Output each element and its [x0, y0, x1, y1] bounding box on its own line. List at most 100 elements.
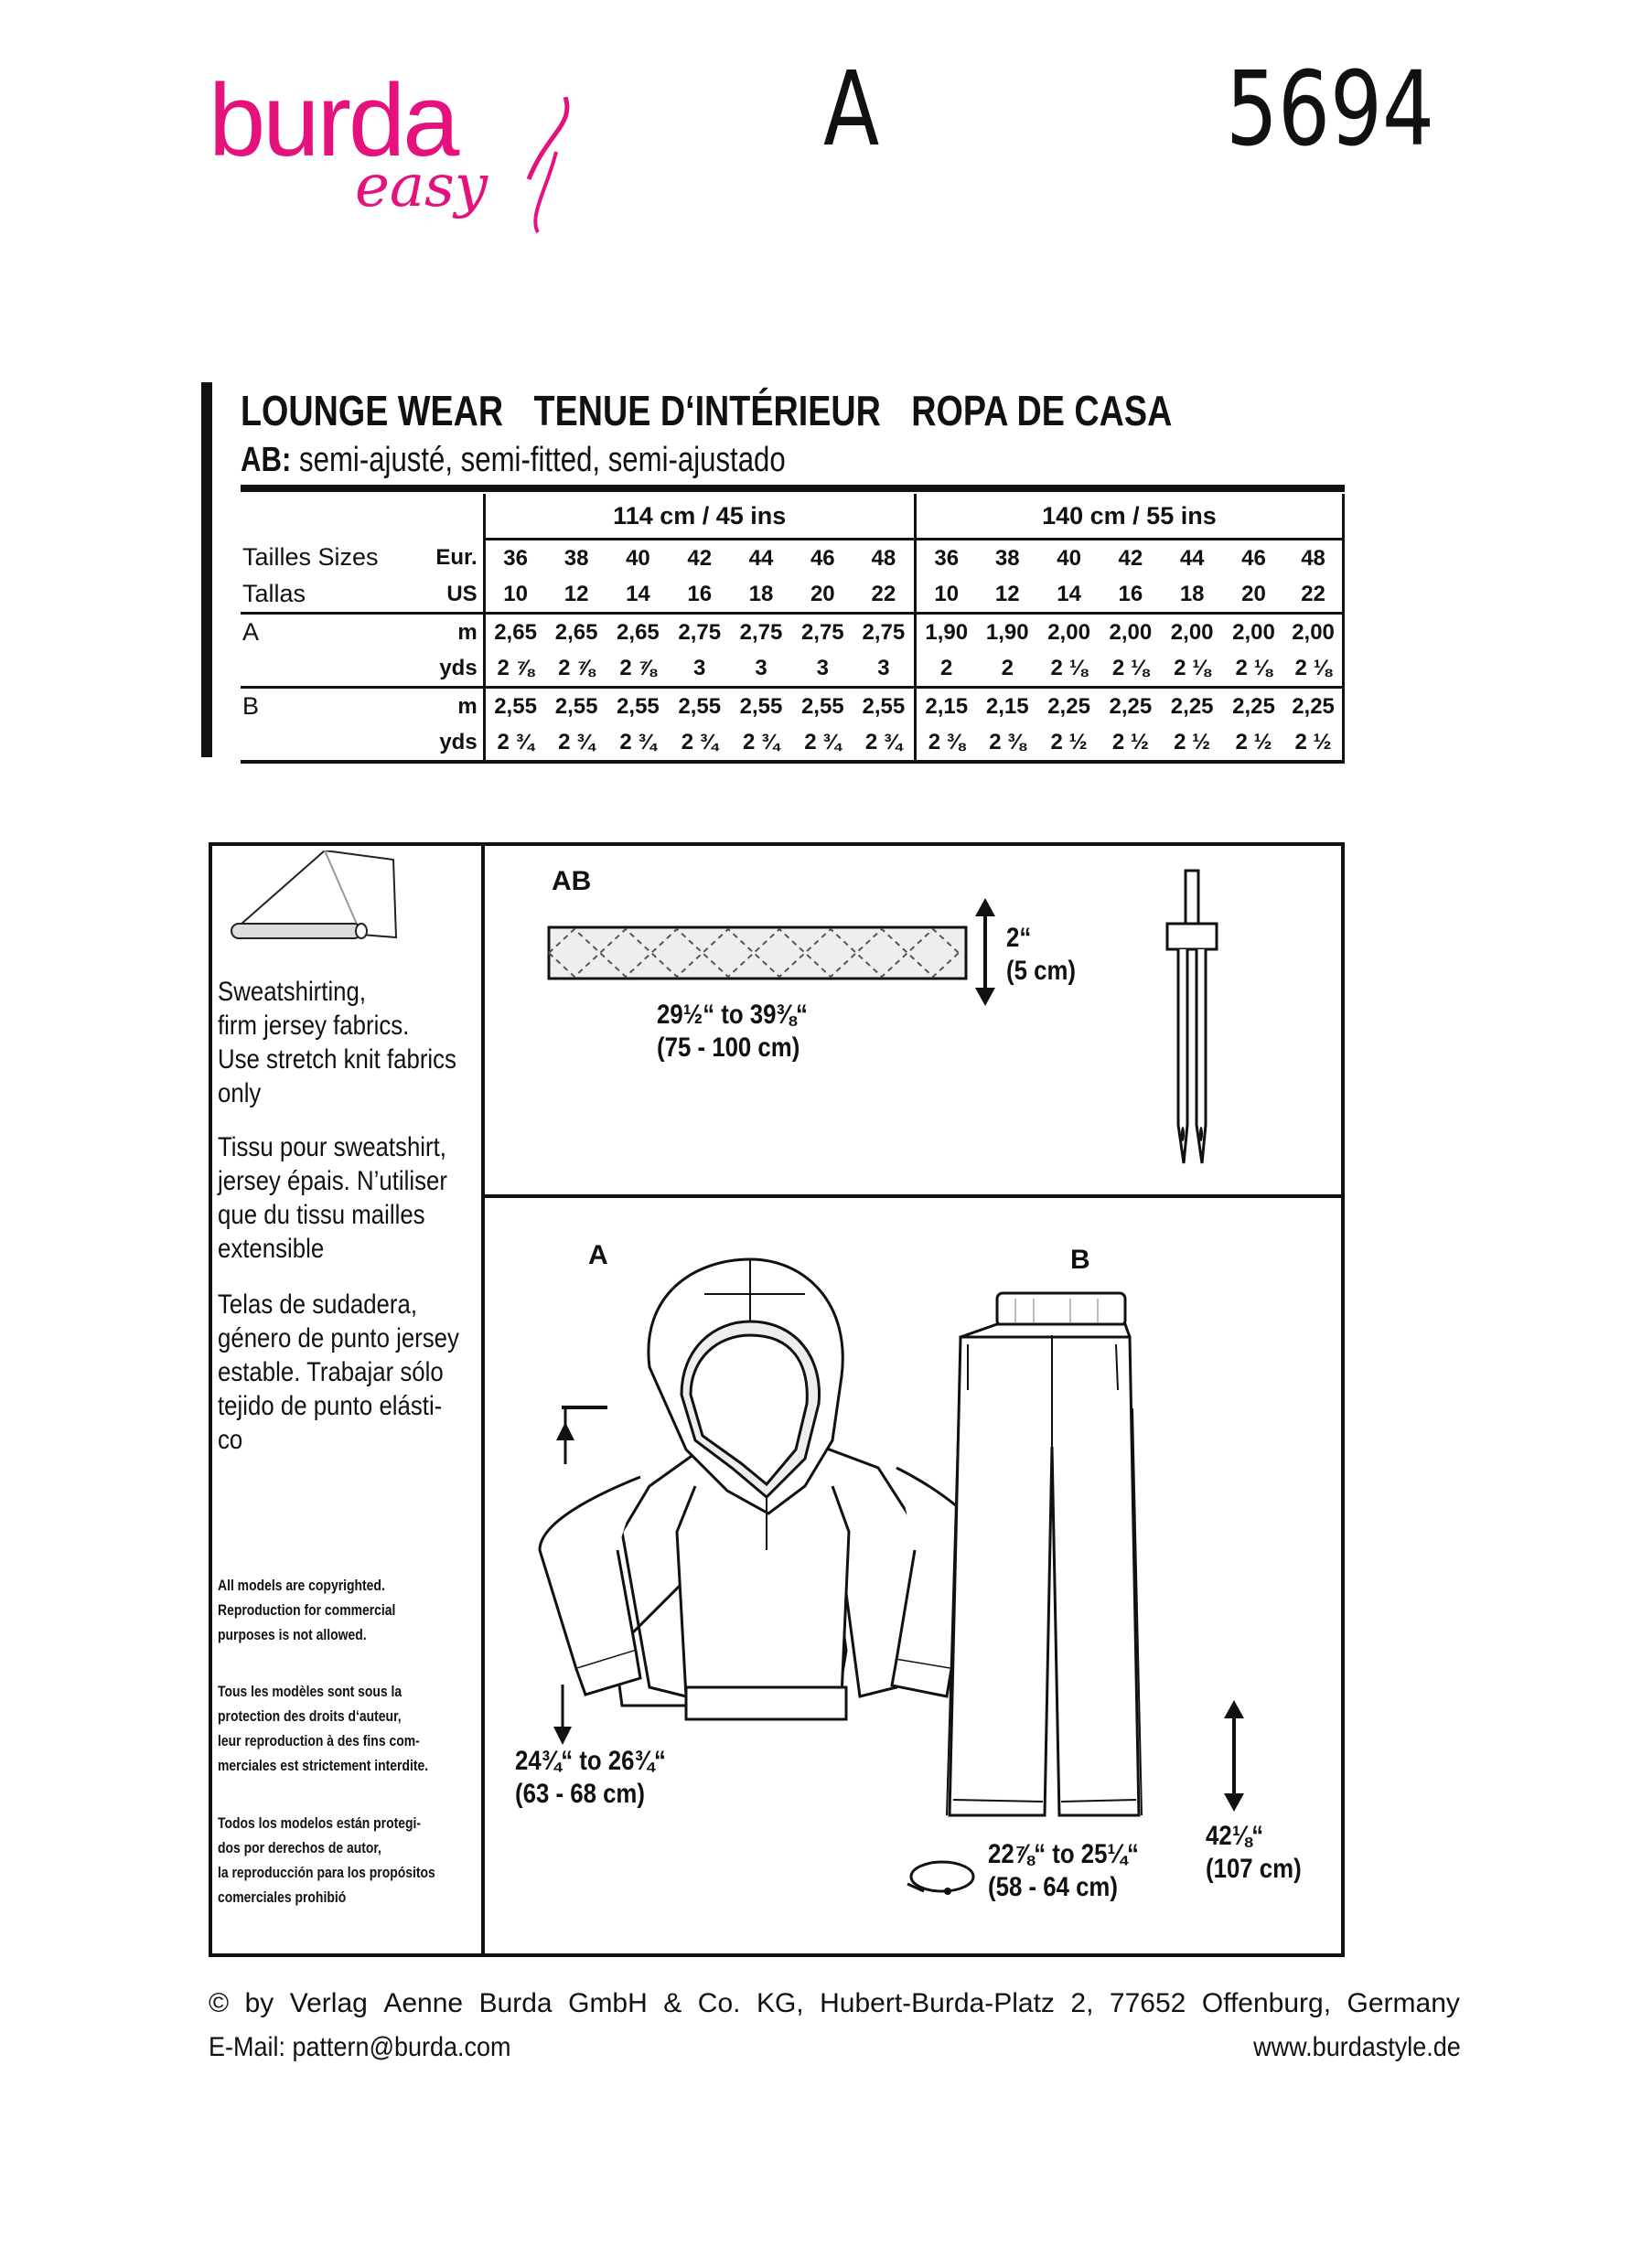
size-cell: 12 [545, 576, 607, 615]
footer-word: KG, [756, 1988, 804, 2018]
waist: 22⅞“ to 25¼“ [988, 1839, 1139, 1869]
size-cell: 36 [934, 545, 960, 571]
fabric-notes-en: Sweatshirting, firm jersey fabrics. Use … [218, 975, 456, 1110]
fabric-notes-es: Telas de sudadera, género de punto jerse… [218, 1288, 459, 1457]
yardage-cell: 3 [730, 650, 792, 689]
tape-width: 2“ [1006, 923, 1032, 953]
yardage-cell: 2,75 [739, 619, 783, 645]
inseam-arrow-icon [1224, 1700, 1244, 1812]
width-header-140: 140 cm / 55 ins [915, 494, 1346, 540]
footer-word: Hubert-Burda-Platz [820, 1988, 1055, 2018]
size-cell: 46 [810, 545, 835, 571]
copyright-en: All models are copyrighted. Reproduction… [218, 1573, 395, 1647]
footer-word: Offenburg, [1201, 1988, 1332, 2018]
copy-line: leur reproduction à des fins com- [218, 1732, 420, 1749]
size-cell: 14 [606, 576, 670, 615]
eur-size-row: Tailles Sizes Eur. 36 38 40 42 44 46 48 … [241, 539, 1346, 576]
yardage-cell: 3 [669, 650, 731, 689]
size-cell: 16 [1100, 576, 1162, 615]
size-cell: 36 [503, 545, 528, 571]
size-cell: 14 [1037, 576, 1100, 615]
hoodie-drawing [538, 1257, 990, 1721]
tape-length-cm: (75 - 100 cm) [657, 1032, 800, 1063]
width-header-114: 114 cm / 45 ins [484, 494, 917, 540]
unit-m: m [428, 613, 486, 650]
size-cell: 20 [1222, 576, 1285, 615]
inseam-label: 42⅛“ (107 cm) [1206, 1820, 1302, 1886]
copyright-es: Todos los modelos están protegi- dos por… [218, 1811, 435, 1910]
view-label-b: B [242, 692, 260, 720]
unit-yds: yds [428, 724, 486, 764]
waist-cm: (58 - 64 cm) [988, 1872, 1118, 1902]
waist-label: 22⅞“ to 25¼“ (58 - 64 cm) [988, 1838, 1139, 1904]
footer-email[interactable]: E-Mail: pattern@burda.com [209, 2032, 511, 2062]
view-a-m-row: A m 2,65 2,65 2,65 2,75 2,75 2,75 2,75 1… [241, 613, 1346, 650]
note-line: co [218, 1425, 243, 1455]
size-cell: 18 [1161, 576, 1223, 615]
view-letter: A [823, 50, 880, 169]
yardage-cell: 2 ⅛ [1161, 650, 1223, 689]
ribbing-strip-drawing [547, 925, 968, 980]
copy-line: Todos los modelos están protegi- [218, 1814, 422, 1832]
view-b-yds-row: yds 2 ¾ 2 ¾ 2 ¾ 2 ¾ 2 ¾ 2 ¾ 2 ¾ 2 ⅜ 2 ⅜ … [241, 724, 1346, 764]
double-arrow-icon [975, 898, 995, 1006]
yardage-cell: 2,25 [1284, 687, 1346, 724]
footer-word: Aenne [383, 1988, 464, 2018]
copy-line: merciales est strictement interdite. [218, 1757, 429, 1774]
yardage-cell: 2,55 [494, 693, 537, 719]
yardage-cell: 2 ⅞ [484, 650, 546, 689]
notion-label-ab: AB [552, 866, 592, 896]
unit-m: m [428, 687, 486, 724]
yardage-cell: 2 ½ [1100, 724, 1162, 764]
fabric-roll-icon [231, 850, 398, 939]
tape-width-cm: (5 cm) [1006, 956, 1076, 986]
yardage-cell: 2 ¾ [484, 724, 546, 764]
yardage-cell: 1,90 [925, 619, 969, 645]
size-cell: 10 [484, 576, 546, 615]
eur-label: Eur. [428, 539, 486, 576]
copy-line: All models are copyrighted. [218, 1577, 385, 1594]
size-cell: 44 [748, 545, 774, 571]
tape-length-label: 29½“ to 39⅜“ (75 - 100 cm) [657, 999, 808, 1064]
divider [241, 485, 1345, 492]
footer-word: Verlag [289, 1988, 368, 2018]
yardage-cell: 2 ¾ [853, 724, 917, 764]
view-a-yds-row: yds 2 ⅞ 2 ⅞ 2 ⅞ 3 3 3 3 2 2 2 ⅛ 2 ⅛ 2 ⅛ … [241, 650, 1346, 689]
footer-word: & [663, 1988, 682, 2018]
yardage-cell: 2 [976, 650, 1038, 689]
title-bar [201, 382, 212, 757]
yardage-cell: 2,65 [554, 619, 598, 645]
size-cell: 12 [976, 576, 1038, 615]
footer-word: Co. [697, 1988, 741, 2018]
footer-word: 77652 [1109, 1988, 1186, 2018]
frame-divider-vertical [481, 842, 485, 1957]
yardage-cell: 2,15 [925, 693, 969, 719]
note-line: Tissu pour sweatshirt, [218, 1132, 446, 1162]
note-line: Telas de sudadera, [218, 1289, 418, 1320]
size-cell: 42 [1118, 545, 1143, 571]
copy-line: comerciales prohibió [218, 1888, 347, 1906]
yardage-table: 114 cm / 45 ins 140 cm / 55 ins Tailles … [241, 494, 1346, 764]
view-label-a: A [242, 618, 260, 646]
logo-burda: burda [209, 63, 459, 177]
yardage-cell: 2,00 [1170, 619, 1214, 645]
yardage-cell: 2,25 [1109, 693, 1153, 719]
size-cell: 48 [1284, 539, 1346, 576]
yardage-cell: 2,55 [617, 693, 660, 719]
yardage-cell: 2,65 [617, 619, 660, 645]
tape-width-label: 2“ (5 cm) [1006, 922, 1076, 988]
yardage-cell: 2,00 [1047, 619, 1090, 645]
tape-length: 29½“ to 39⅜“ [657, 1000, 808, 1030]
size-cell: 46 [1241, 545, 1266, 571]
pattern-number: 5694 [1226, 50, 1435, 169]
yardage-cell: 1,90 [985, 619, 1029, 645]
length-end-arrow-icon [553, 1685, 572, 1745]
footer-website[interactable]: www.burdastyle.de [1253, 2032, 1461, 2062]
length-start-marker-icon [556, 1406, 607, 1464]
yardage-cell: 2 ¾ [606, 724, 670, 764]
fit-description: AB: semi-ajusté, semi-fitted, semi-ajust… [241, 441, 786, 480]
footer-copyright: © by Verlag Aenne Burda GmbH & Co. KG, H… [209, 1988, 1460, 2019]
copy-line: purposes is not allowed. [218, 1626, 367, 1643]
yardage-cell: 2,75 [853, 613, 917, 650]
yardage-cell: 2 ¾ [545, 724, 607, 764]
